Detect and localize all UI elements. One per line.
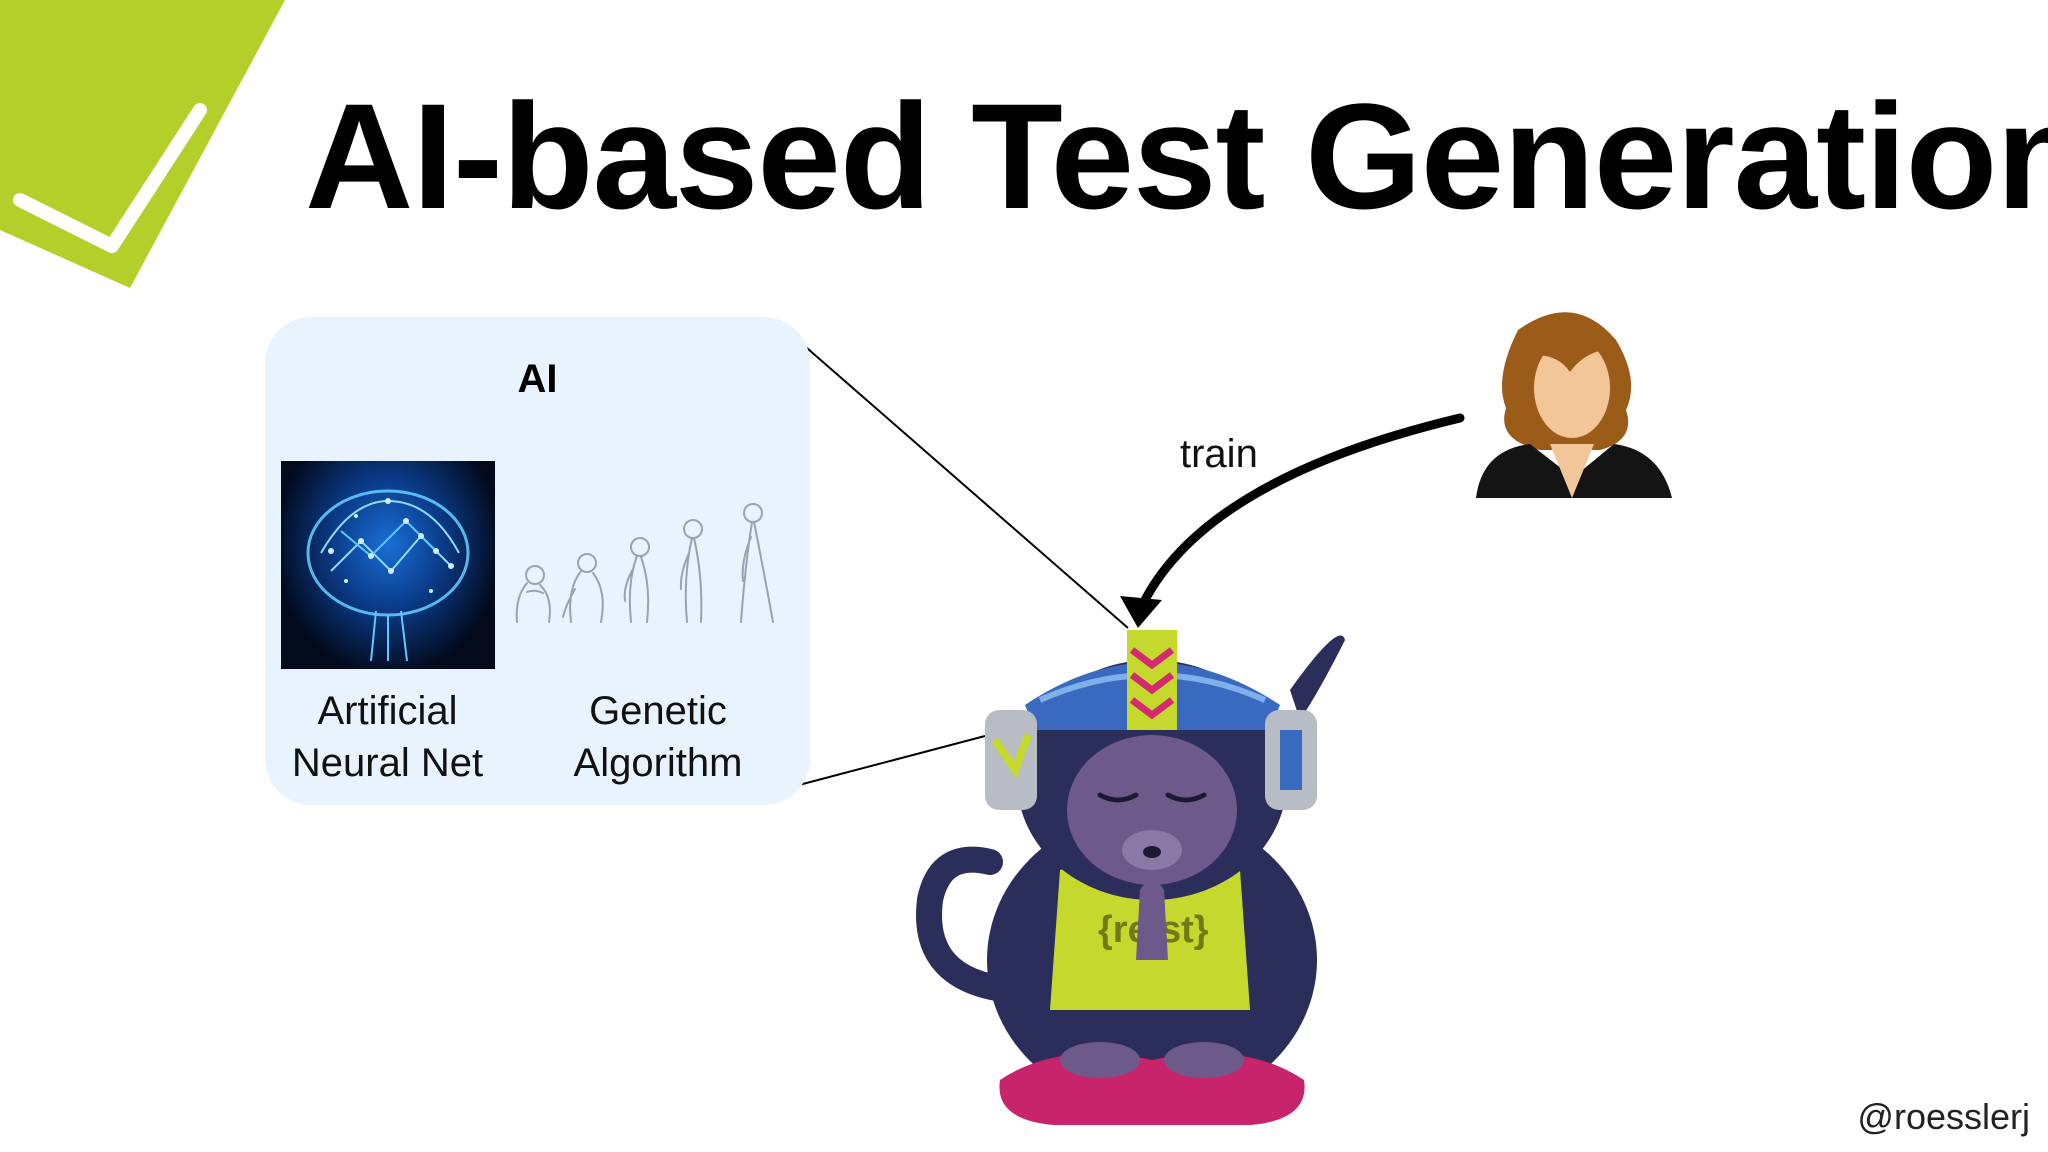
- evolution-illustration: [515, 503, 774, 623]
- train-label: train: [1180, 432, 1258, 476]
- caption-neural-net: Artificial Neural Net: [291, 689, 484, 785]
- slide-title: AI-based Test Generation: [305, 72, 2048, 240]
- logo-checkmark-icon: [0, 0, 285, 288]
- caption-genetic-algorithm: Genetic Algorithm: [573, 689, 743, 785]
- author-handle: @roesslerj: [1857, 1096, 2030, 1137]
- ai-box: AI: [265, 317, 810, 805]
- svg-text:st}: st}: [1160, 909, 1209, 951]
- neural-network-brain-image: [281, 461, 495, 669]
- ai-box-heading: AI: [517, 357, 558, 401]
